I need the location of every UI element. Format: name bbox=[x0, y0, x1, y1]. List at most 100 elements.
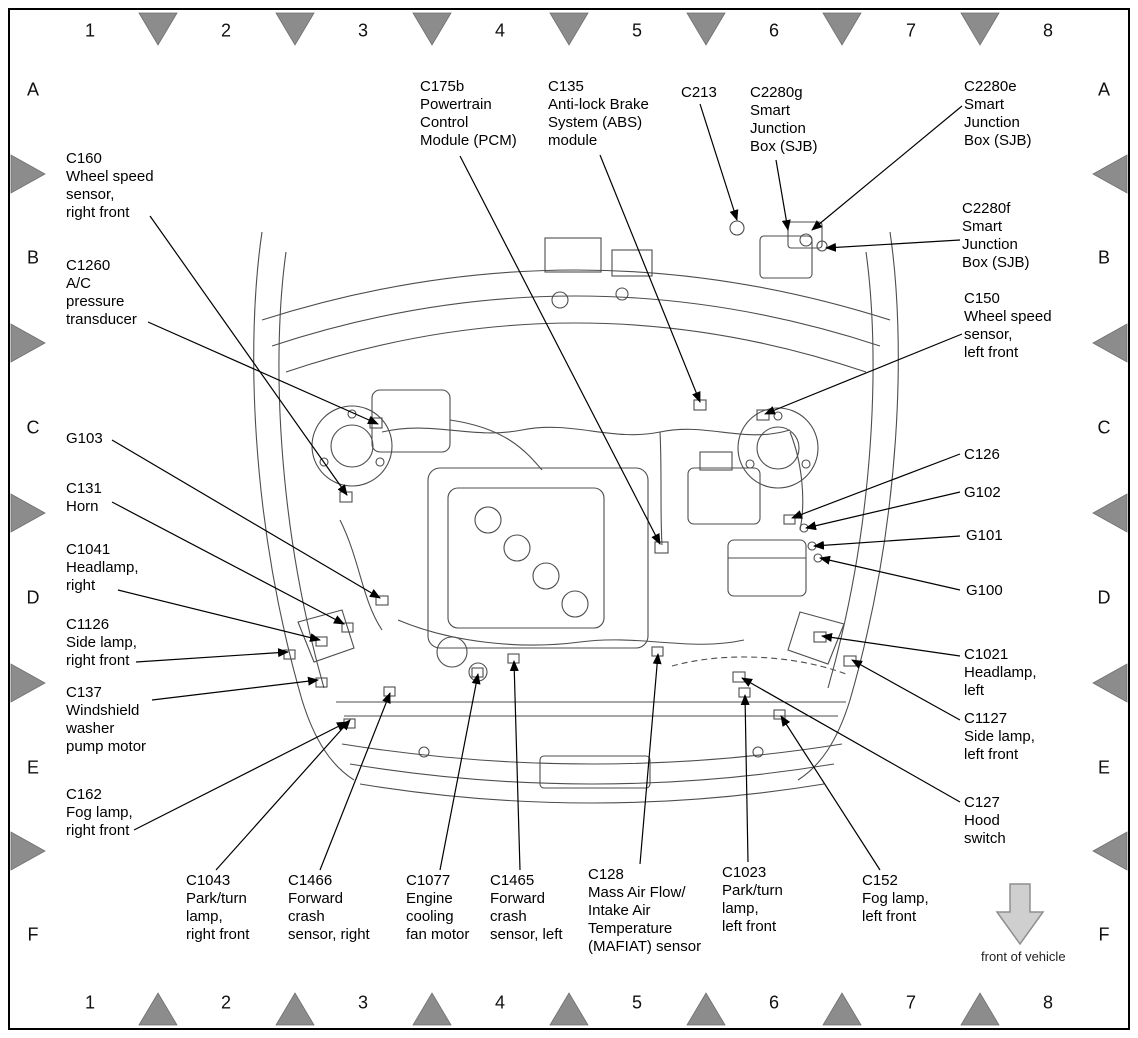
callout-code: C1041 bbox=[66, 541, 111, 558]
callout-desc: Powertrain Control Module (PCM) bbox=[420, 96, 517, 149]
callout-code: C131 bbox=[66, 480, 102, 497]
engine-bay-drawing bbox=[253, 220, 899, 804]
callout-desc: Fog lamp, right front bbox=[66, 804, 133, 839]
callout-desc: Park/turn lamp, left front bbox=[722, 882, 783, 935]
front-of-vehicle-arrow-icon bbox=[995, 883, 1045, 946]
grid-row-a-left: A bbox=[26, 79, 40, 100]
callout-desc: Horn bbox=[66, 498, 99, 515]
callout-code: C127 bbox=[964, 794, 1000, 811]
grid-col-4-bottom: 4 bbox=[494, 992, 506, 1013]
callout-code: C150 bbox=[964, 290, 1000, 307]
callout-code: C1023 bbox=[722, 864, 767, 881]
callout-code: G103 bbox=[66, 430, 103, 447]
callout-code: C2280e bbox=[964, 78, 1017, 95]
callout-desc: Forward crash sensor, left bbox=[490, 890, 563, 943]
grid-row-f-right: F bbox=[1098, 924, 1110, 945]
grid-col-3-top: 3 bbox=[357, 20, 369, 41]
callout-c1021: C1021 Headlamp, left bbox=[964, 646, 1037, 700]
callout-code: C175b bbox=[420, 78, 465, 95]
callout-c128: C128 Mass Air Flow/ Intake Air Temperatu… bbox=[588, 866, 701, 956]
callout-g100: G100 bbox=[966, 582, 1003, 600]
front-of-vehicle-label: front of vehicle bbox=[981, 949, 1066, 964]
callout-c213: C213 bbox=[681, 84, 717, 102]
grid-row-d-left: D bbox=[26, 587, 40, 608]
callout-desc: Headlamp, right bbox=[66, 559, 139, 594]
callout-desc: Wheel speed sensor, left front bbox=[964, 308, 1052, 361]
callout-desc: Park/turn lamp, right front bbox=[186, 890, 250, 943]
callout-c152: C152 Fog lamp, left front bbox=[862, 872, 929, 926]
grid-zone-markers-icon bbox=[10, 12, 1128, 1026]
callout-c127: C127 Hood switch bbox=[964, 794, 1006, 848]
grid-col-2-bottom: 2 bbox=[220, 992, 232, 1013]
callout-desc: Hood switch bbox=[964, 812, 1006, 847]
grid-col-1-top: 1 bbox=[84, 20, 96, 41]
callout-code: C1465 bbox=[490, 872, 535, 889]
callout-c2280g: C2280g Smart Junction Box (SJB) bbox=[750, 84, 818, 156]
grid-row-e-right: E bbox=[1097, 757, 1111, 778]
callout-c137: C137 Windshield washer pump motor bbox=[66, 684, 146, 756]
callout-c131: C131 Horn bbox=[66, 480, 102, 516]
callout-c1023: C1023 Park/turn lamp, left front bbox=[722, 864, 783, 936]
callout-desc: Smart Junction Box (SJB) bbox=[750, 102, 818, 155]
grid-row-e-left: E bbox=[26, 757, 40, 778]
callout-g101: G101 bbox=[966, 527, 1003, 545]
grid-col-2-top: 2 bbox=[220, 20, 232, 41]
callout-code: C128 bbox=[588, 866, 624, 883]
callout-c175b: C175b Powertrain Control Module (PCM) bbox=[420, 78, 517, 150]
callout-desc: Headlamp, left bbox=[964, 664, 1037, 699]
callout-desc: Mass Air Flow/ Intake Air Temperature (M… bbox=[588, 884, 702, 955]
callout-desc: Wheel speed sensor, right front bbox=[66, 168, 154, 221]
grid-row-b-left: B bbox=[26, 247, 40, 268]
grid-row-c-left: C bbox=[26, 417, 40, 438]
callout-code: C135 bbox=[548, 78, 584, 95]
callout-desc: A/C pressure transducer bbox=[66, 275, 137, 328]
grid-col-5-top: 5 bbox=[631, 20, 643, 41]
callout-code: C160 bbox=[66, 150, 102, 167]
grid-col-8-bottom: 8 bbox=[1042, 992, 1054, 1013]
grid-col-4-top: 4 bbox=[494, 20, 506, 41]
callout-code: C213 bbox=[681, 84, 717, 101]
callout-desc: Smart Junction Box (SJB) bbox=[962, 218, 1030, 271]
callout-c1126: C1126 Side lamp, right front bbox=[66, 616, 137, 670]
callout-code: C1126 bbox=[66, 616, 110, 633]
page-border bbox=[8, 8, 1130, 1030]
grid-row-d-right: D bbox=[1097, 587, 1111, 608]
callout-code: C2280g bbox=[750, 84, 803, 101]
callout-code: G102 bbox=[964, 484, 1001, 501]
callout-c2280e: C2280e Smart Junction Box (SJB) bbox=[964, 78, 1032, 150]
callout-code: C152 bbox=[862, 872, 898, 889]
grid-col-8-top: 8 bbox=[1042, 20, 1054, 41]
callout-code: C1043 bbox=[186, 872, 231, 889]
callout-c1043: C1043 Park/turn lamp, right front bbox=[186, 872, 249, 944]
grid-col-5-bottom: 5 bbox=[631, 992, 643, 1013]
grid-col-6-bottom: 6 bbox=[768, 992, 780, 1013]
callout-c1077: C1077 Engine cooling fan motor bbox=[406, 872, 469, 944]
callout-desc: Forward crash sensor, right bbox=[288, 890, 370, 943]
callout-c1465: C1465 Forward crash sensor, left bbox=[490, 872, 563, 944]
callout-g102: G102 bbox=[964, 484, 1001, 502]
callout-code: C162 bbox=[66, 786, 102, 803]
callout-g103: G103 bbox=[66, 430, 103, 448]
callout-c126: C126 bbox=[964, 446, 1000, 464]
callout-c1466: C1466 Forward crash sensor, right bbox=[288, 872, 370, 944]
callout-desc: Anti-lock Brake System (ABS) module bbox=[548, 96, 649, 149]
callout-code: G101 bbox=[966, 527, 1003, 544]
grid-row-f-left: F bbox=[27, 924, 39, 945]
callout-c160: C160 Wheel speed sensor, right front bbox=[66, 150, 154, 222]
callout-desc: Windshield washer pump motor bbox=[66, 702, 147, 755]
grid-row-a-right: A bbox=[1097, 79, 1111, 100]
callout-code: C1466 bbox=[288, 872, 333, 889]
callout-code: C2280f bbox=[962, 200, 1011, 217]
grid-col-3-bottom: 3 bbox=[357, 992, 369, 1013]
callout-code: G100 bbox=[966, 582, 1003, 599]
callout-c162: C162 Fog lamp, right front bbox=[66, 786, 133, 840]
callout-code: C137 bbox=[66, 684, 102, 701]
callout-desc: Fog lamp, left front bbox=[862, 890, 929, 925]
callout-c1041: C1041 Headlamp, right bbox=[66, 541, 139, 595]
callout-code: C1021 bbox=[964, 646, 1009, 663]
callout-desc: Engine cooling fan motor bbox=[406, 890, 470, 943]
leader-lines bbox=[111, 103, 963, 871]
callout-c150: C150 Wheel speed sensor, left front bbox=[964, 290, 1052, 362]
